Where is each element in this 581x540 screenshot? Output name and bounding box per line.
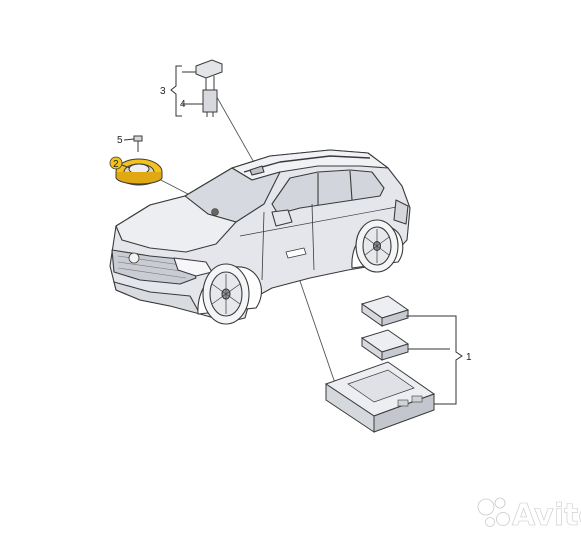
part-2-ring <box>115 158 163 186</box>
watermark-text: Avito <box>512 498 581 533</box>
car-mirror <box>271 209 293 227</box>
car-badge <box>128 252 140 264</box>
brackets <box>121 65 463 405</box>
callout-5: 5 <box>117 135 123 146</box>
callout-4: 4 <box>180 99 186 110</box>
callout-2-marker: 2 <box>109 156 123 170</box>
car-hood <box>115 195 237 253</box>
callout-2: 2 <box>113 159 119 170</box>
part-3-4-module <box>195 59 223 117</box>
front-wheel <box>202 263 250 325</box>
part-1-modules <box>324 295 436 433</box>
car-side-windows <box>271 169 385 215</box>
car-bumper <box>113 281 201 315</box>
windshield-sensor <box>211 208 219 216</box>
car-illustration <box>109 149 411 325</box>
avito-logo-icon <box>477 497 510 527</box>
avito-watermark: Avito <box>477 497 581 533</box>
part-5-screw <box>133 135 143 152</box>
car-roof-antenna <box>249 165 265 176</box>
callout-1: 1 <box>466 352 472 363</box>
car-taillight <box>393 199 409 225</box>
rear-wheel <box>355 219 399 273</box>
car-headlight <box>173 257 213 277</box>
callout-3: 3 <box>160 86 166 97</box>
car-door-handle <box>285 247 307 259</box>
